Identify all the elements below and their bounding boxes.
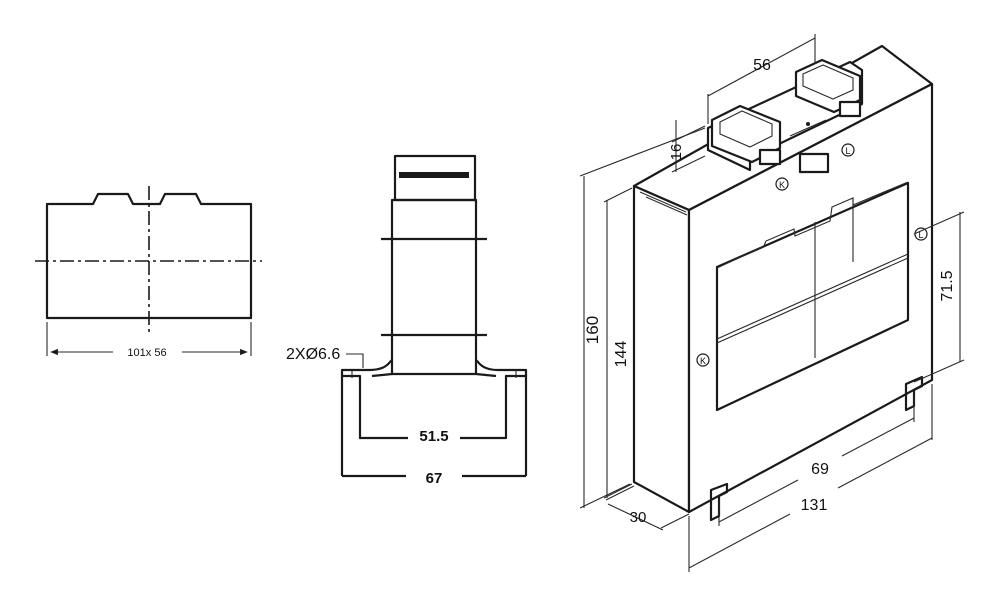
iso-terminal-dot	[806, 122, 810, 126]
iso-dim-131-line-b	[837, 437, 933, 489]
iso-front-k-label: K	[700, 356, 706, 366]
iso-dim-71-5-ext-top	[913, 211, 965, 235]
iso-top-k-label: K	[779, 180, 785, 190]
iso-dim-160-label: 160	[583, 316, 602, 344]
iso-dim-16-label: 16	[668, 144, 685, 161]
iso-front-face	[687, 82, 934, 514]
iso-bottom-foot-left	[709, 482, 729, 522]
iso-dim-56-line	[707, 37, 816, 97]
iso-dim-30-ext-right	[660, 513, 690, 529]
iso-label-plate	[798, 152, 830, 174]
iso-dim-30-label: 30	[630, 509, 647, 526]
iso-terminal-block-right	[794, 58, 862, 114]
iso-dim-144-ext-top	[603, 187, 633, 203]
iso-dim-71-5-label: 71.5	[939, 270, 956, 301]
iso-dim-160-ext-top	[579, 127, 706, 177]
iso-side-face-edge-2	[645, 196, 688, 216]
iso-window-divider-horizontal-2	[716, 257, 909, 344]
iso-top-k-marker-icon	[775, 177, 789, 191]
iso-view: K L K L 56 16 160 144 30	[579, 34, 965, 572]
iso-window-divider-horizontal	[716, 253, 909, 340]
side-view-hole-leader	[346, 353, 364, 368]
iso-terminal-rail	[789, 119, 827, 137]
iso-dim-131-label: 131	[801, 497, 828, 514]
iso-side-face	[632, 184, 691, 514]
iso-dim-30-ext-left	[605, 485, 635, 501]
iso-front-k-marker-icon	[696, 353, 710, 367]
iso-side-face-edge-1	[639, 191, 687, 213]
side-view-base-bracket	[340, 359, 528, 476]
iso-dim-144-label: 144	[613, 341, 630, 368]
iso-top-l-marker-icon	[841, 143, 855, 157]
side-view-lip-left	[371, 372, 393, 378]
front-view-size-label: 101x 56	[127, 347, 166, 359]
iso-dim-69-label: 69	[811, 461, 829, 478]
side-view-body	[390, 198, 478, 376]
iso-dim-160-ext-bottom	[579, 483, 631, 509]
iso-top-l-label: L	[845, 146, 850, 156]
side-view-outer-width-label: 67	[426, 470, 443, 487]
iso-dim-69-line-a	[718, 479, 799, 523]
side-view: 2XØ6.6 51.5 67	[286, 154, 528, 487]
iso-window-outer	[715, 181, 910, 412]
side-view-terminal-slot	[399, 172, 469, 178]
side-view-lip-right	[475, 372, 497, 378]
side-view-inner-width-label-bg	[408, 424, 460, 444]
iso-terminal-block-left-slot	[719, 110, 773, 148]
iso-terminal-plug-left	[758, 148, 782, 166]
iso-terminal-block-right-slot	[802, 64, 854, 100]
iso-terminal-plug-right	[838, 100, 862, 118]
iso-dim-30-line	[607, 503, 664, 531]
iso-dim-71-5-ext-bottom	[913, 359, 965, 383]
iso-front-l-label: L	[918, 230, 923, 240]
front-view: 101x 56	[35, 186, 262, 359]
side-view-hole-label: 2XØ6.6	[286, 346, 340, 363]
iso-dim-144-ext-bottom	[603, 483, 633, 499]
iso-dim-69-line-b	[841, 417, 915, 457]
iso-dim-56-label: 56	[753, 57, 771, 74]
iso-dim-131-line-a	[688, 513, 791, 569]
side-view-inner-width-label: 51.5	[419, 428, 448, 445]
iso-dim-16-ext-b	[671, 155, 706, 173]
iso-bottom-foot-right	[904, 375, 924, 412]
front-view-outline	[45, 192, 253, 320]
